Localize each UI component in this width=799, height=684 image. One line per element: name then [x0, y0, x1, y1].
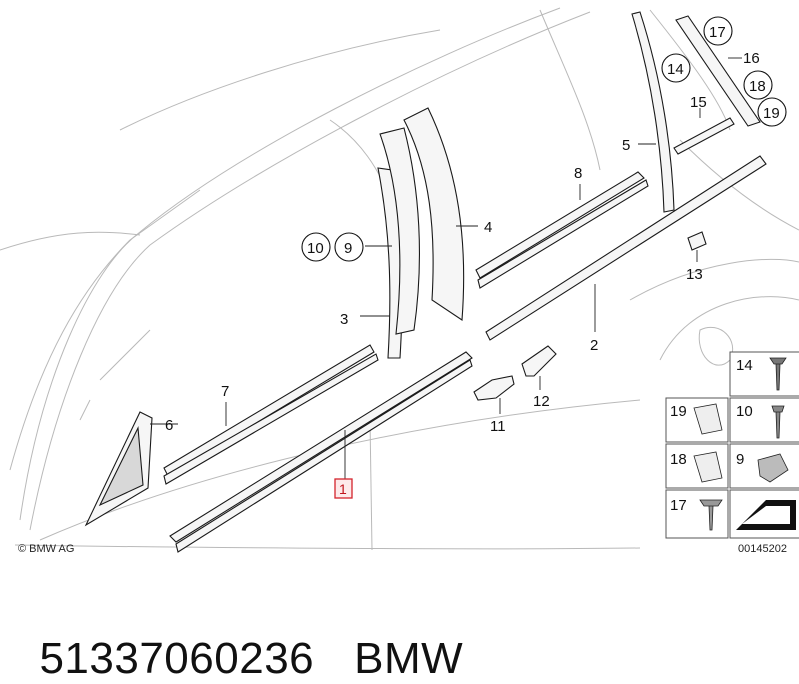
part-8-upper-window-strip: [475, 171, 649, 289]
svg-text:1: 1: [339, 481, 347, 497]
callout-1-highlight: 1: [334, 478, 353, 499]
callout-6: 6: [165, 417, 173, 434]
callout-15: 15: [690, 94, 707, 111]
fastener-legend: 14 19 10 18 9 17: [665, 351, 799, 539]
circled-14: 14: [667, 61, 684, 78]
part-2-door-strip: [485, 155, 767, 341]
part-1-door-sill-strip: [169, 351, 473, 553]
legend-18: 18: [670, 451, 687, 468]
circled-10: 10: [307, 240, 324, 257]
callout-13: 13: [686, 266, 703, 283]
clip-18-icon: [693, 451, 723, 483]
brand-name: BMW: [354, 634, 464, 683]
part-7-window-strip: [163, 344, 379, 485]
screw-17-icon: [699, 499, 723, 531]
legend-9: 9: [736, 451, 744, 468]
callout-labels: 2 3 4 5 6 7 8 11 12 13 15 16: [165, 50, 760, 435]
callout-5: 5: [622, 137, 630, 154]
part-number: 51337060236: [39, 634, 315, 683]
clip-19-icon: [693, 403, 723, 435]
part-5-frame-strip: [631, 11, 675, 213]
screw-10-icon: [771, 405, 785, 439]
circled-19: 19: [763, 105, 780, 122]
part-12-bracket: [521, 345, 557, 390]
part-11-bracket: [473, 375, 515, 414]
callout-4: 4: [484, 219, 492, 236]
part-13-clip: [687, 231, 707, 262]
circled-18: 18: [749, 78, 766, 95]
callout-2: 2: [590, 337, 598, 354]
legend-10: 10: [736, 403, 753, 420]
callout-16: 16: [743, 50, 760, 67]
circled-9: 9: [344, 240, 352, 257]
legend-19: 19: [670, 403, 687, 420]
copyright: © BMW AG: [18, 543, 74, 555]
parts-diagram: 2 3 4 5 6 7 8 11 12 13 15 16 1 10 9 14 1…: [0, 7, 799, 555]
screw-14-icon: [769, 357, 787, 391]
callout-8: 8: [574, 165, 582, 182]
part-6-triangle-trim: [84, 411, 178, 527]
callout-7: 7: [221, 383, 229, 400]
part-caption: 51337060236 BMW: [14, 584, 463, 683]
callout-12: 12: [533, 393, 550, 410]
legend-17: 17: [670, 497, 687, 514]
nut-9-icon: [757, 453, 789, 483]
circled-callouts: 10 9 14 17 18 19: [301, 16, 787, 262]
reference-number: 00145202: [738, 543, 787, 555]
callout-3: 3: [340, 311, 348, 328]
part-16-strip: [675, 15, 761, 127]
circled-17: 17: [709, 24, 726, 41]
part-15-strip: [673, 108, 735, 155]
legend-14: 14: [736, 357, 753, 374]
part-4-pillar-cover: [379, 107, 478, 335]
callout-11: 11: [490, 418, 506, 435]
